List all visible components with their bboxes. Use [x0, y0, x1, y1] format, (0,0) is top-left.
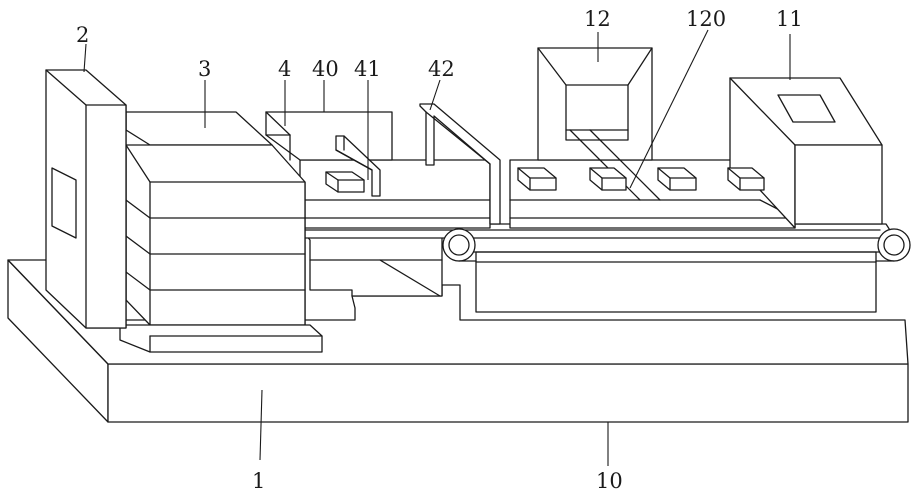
label-42: 42 [428, 57, 455, 81]
label-10: 10 [596, 469, 623, 493]
label-120: 120 [686, 7, 726, 31]
side-column [46, 70, 126, 328]
label-4: 4 [278, 57, 291, 81]
label-2: 2 [76, 23, 89, 47]
leader-2 [84, 44, 86, 72]
label-41: 41 [354, 57, 381, 81]
label-40: 40 [312, 57, 339, 81]
label-1: 1 [252, 469, 265, 493]
label-3: 3 [198, 57, 211, 81]
label-12: 12 [584, 7, 611, 31]
label-11: 11 [776, 7, 803, 31]
